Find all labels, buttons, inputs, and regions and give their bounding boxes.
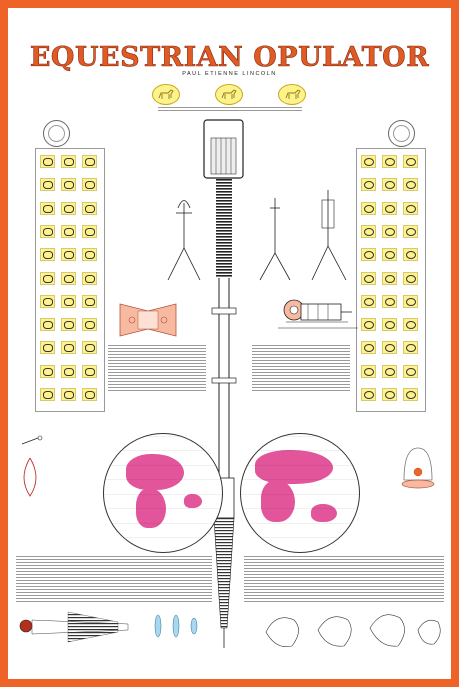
- horse-anatomy-sketches: [265, 614, 441, 647]
- component-cell: [40, 388, 55, 401]
- text-column-left: [108, 345, 206, 393]
- component-cell: [40, 248, 55, 262]
- component-cell: [82, 155, 97, 168]
- component-cell: [40, 294, 55, 308]
- text-footer-right: [244, 556, 444, 604]
- component-cell: [61, 178, 76, 192]
- component-cell: [382, 155, 397, 168]
- component-cell: [82, 318, 97, 332]
- component-cell: [382, 248, 397, 262]
- component-cell: [82, 224, 97, 238]
- component-cell: [361, 388, 376, 401]
- text-footer-left: [16, 556, 212, 604]
- tripod-stand-right: [311, 190, 347, 281]
- component-panel-left: [35, 148, 105, 412]
- component-cell: [403, 318, 418, 332]
- component-cell: [382, 294, 397, 308]
- component-cell: [361, 271, 376, 285]
- component-cell: [40, 178, 55, 192]
- component-cell: [361, 318, 376, 332]
- seal-right: [388, 120, 415, 147]
- component-cell: [61, 294, 76, 308]
- component-cell: [82, 271, 97, 285]
- component-cell: [361, 341, 376, 355]
- component-cell: [82, 341, 97, 355]
- component-cell: [403, 248, 418, 262]
- horse-medallion-right: [278, 84, 306, 105]
- horse-medallion-center: [215, 84, 243, 105]
- component-cell: [403, 155, 418, 168]
- text-column-right: [252, 345, 350, 393]
- apparatus-illustration: [19, 119, 441, 648]
- component-cell: [40, 364, 55, 378]
- component-cell: [61, 364, 76, 378]
- component-cell: [403, 224, 418, 238]
- component-cell: [61, 224, 76, 238]
- component-cell: [61, 341, 76, 355]
- world-map-right-hemisphere: [240, 433, 360, 553]
- component-cell: [40, 201, 55, 215]
- component-cell: [361, 364, 376, 378]
- component-cell: [61, 271, 76, 285]
- seal-left: [43, 120, 70, 147]
- component-cell: [382, 318, 397, 332]
- component-cell: [382, 341, 397, 355]
- component-cell: [361, 155, 376, 168]
- component-cell: [382, 224, 397, 238]
- component-cell: [382, 178, 397, 192]
- optics-diagram: [19, 611, 198, 643]
- horse-medallion-left: [152, 84, 180, 105]
- component-cell: [40, 318, 55, 332]
- tripod-stand-left: [167, 200, 201, 281]
- component-cell: [382, 364, 397, 378]
- component-cell: [361, 224, 376, 238]
- component-cell: [40, 341, 55, 355]
- tripod-stand-center: [259, 198, 291, 281]
- component-cell: [40, 224, 55, 238]
- component-cell: [403, 364, 418, 378]
- component-cell: [82, 178, 97, 192]
- component-cell: [403, 388, 418, 401]
- component-cell: [82, 294, 97, 308]
- component-cell: [61, 248, 76, 262]
- reins-loop-left: [21, 435, 43, 497]
- poster-title: EQUESTRIAN OPULATOR: [29, 42, 430, 74]
- world-map-left-hemisphere: [103, 433, 223, 553]
- component-cell: [61, 155, 76, 168]
- component-panel-right: [356, 148, 426, 412]
- component-cell: [82, 388, 97, 401]
- component-cell: [382, 388, 397, 401]
- component-cell: [403, 178, 418, 192]
- component-cell: [82, 364, 97, 378]
- component-cell: [403, 294, 418, 308]
- crank-mechanism: [278, 299, 358, 329]
- component-cell: [403, 341, 418, 355]
- component-cell: [82, 248, 97, 262]
- pink-bow-device: [119, 303, 177, 337]
- component-cell: [361, 248, 376, 262]
- bell-jar-right: [401, 447, 435, 489]
- component-cell: [361, 201, 376, 215]
- author-name: PAUL ETIENNE LINCOLN: [182, 71, 277, 77]
- component-cell: [61, 388, 76, 401]
- component-cell: [40, 271, 55, 285]
- component-cell: [61, 318, 76, 332]
- poster: EQUESTRIAN OPULATOR PAUL ETIENNE LINCOLN: [8, 8, 451, 679]
- component-cell: [403, 271, 418, 285]
- subtitle-caption: [158, 107, 302, 113]
- component-cell: [40, 155, 55, 168]
- component-cell: [382, 271, 397, 285]
- component-cell: [61, 201, 76, 215]
- component-cell: [361, 294, 376, 308]
- component-cell: [361, 178, 376, 192]
- component-cell: [82, 201, 97, 215]
- component-cell: [382, 201, 397, 215]
- component-cell: [403, 201, 418, 215]
